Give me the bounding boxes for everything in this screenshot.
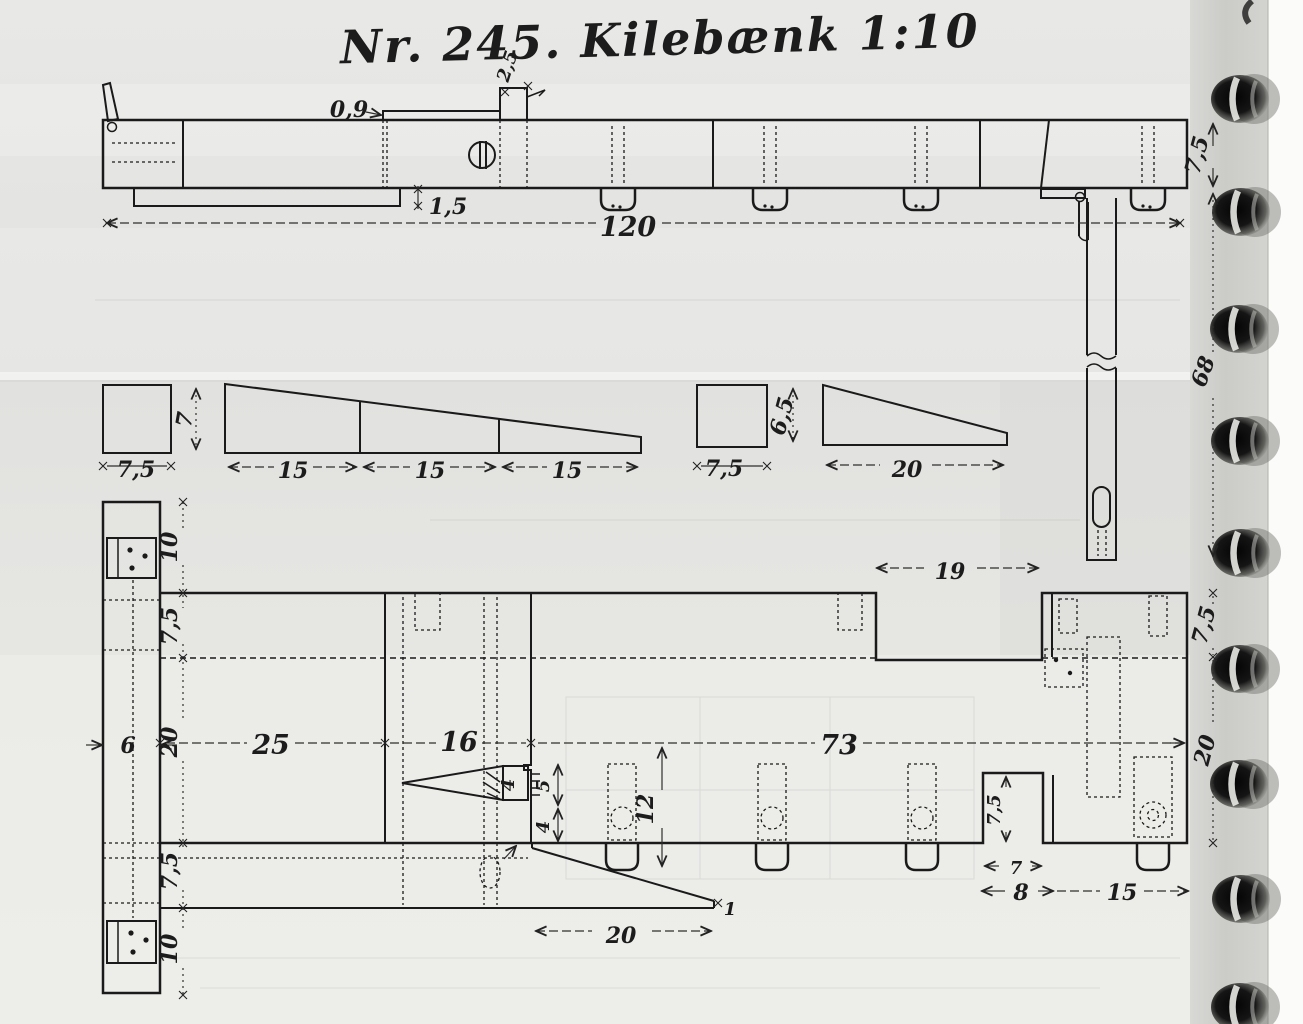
screw-head <box>468 141 496 169</box>
hinge-top <box>106 537 157 579</box>
dim-batten-height: 0,9 <box>330 97 368 123</box>
dim-wedge1-seg2: 15 <box>415 458 446 484</box>
bolt <box>599 126 637 212</box>
break-line <box>1086 352 1117 360</box>
dim-total-length: 120 <box>600 212 657 243</box>
break-line <box>1086 363 1117 371</box>
dim-wedge1-seg1: 15 <box>278 458 309 484</box>
dim-square2-width: 7,5 <box>705 456 743 482</box>
bolt <box>1129 126 1167 212</box>
leg-slot <box>1092 486 1111 528</box>
dim-gap-lower: 4 <box>533 821 554 834</box>
bolt <box>751 126 789 212</box>
bench-dog <box>499 87 528 121</box>
dim-wedge1-seg3: 15 <box>552 458 583 484</box>
front-jaw-board <box>160 843 715 909</box>
screw-hidden-end <box>479 855 501 889</box>
bench-plan-outline <box>160 591 1189 845</box>
spiral-binding <box>1210 0 1281 1024</box>
square-block-2 <box>696 384 768 448</box>
side-elevation-view: 0,9 2,5 1,5 120 7,5 68 <box>101 48 1221 561</box>
thread-teeth <box>530 773 540 796</box>
dog-flag <box>526 89 546 98</box>
dim-pocket-depth: 7,5 <box>984 794 1005 825</box>
bolt <box>902 126 940 212</box>
binding-margin <box>1190 0 1268 1024</box>
fold-crease <box>0 372 1190 380</box>
dim-endcap-thickness: 6 <box>120 733 135 759</box>
plan-bolt <box>754 763 790 872</box>
dim-wedge2-length: 20 <box>891 457 923 483</box>
dim-jaw-tip: 1 <box>724 899 737 920</box>
page-edge <box>1268 0 1303 1024</box>
dim-square1-height: 7 <box>171 409 199 429</box>
plan-bolt <box>904 763 940 872</box>
plan-view: 6 10 7,5 20 7,5 10 25 16 73 19 12 <box>86 497 1222 1000</box>
dim-jaw-wedge: 20 <box>605 923 637 949</box>
plan-tenon <box>1135 843 1171 872</box>
plan-dimensions: 6 10 7,5 20 7,5 10 25 16 73 19 12 <box>86 497 1222 1000</box>
long-wedge <box>224 382 642 454</box>
dim-front-board: 7,5 <box>157 852 183 890</box>
jaw-guide <box>523 593 532 843</box>
tail-vise-block <box>1041 593 1173 843</box>
dim-overhang-bottom: 10 <box>157 933 183 964</box>
bench-top-outline <box>101 118 1189 190</box>
dim-gap-upper: 5 <box>533 780 554 793</box>
binder-ring <box>1211 74 1280 124</box>
apron-board <box>133 188 401 207</box>
binder-ring <box>1212 874 1281 924</box>
dim-rear-board: 7,5 <box>157 607 183 645</box>
dim-overhang-top: 10 <box>157 531 183 562</box>
tail-vise-leg <box>1040 188 1117 561</box>
dim-apron-thickness: 1,5 <box>429 194 467 220</box>
bleed-through <box>95 299 1180 989</box>
binder-ring <box>1212 187 1281 237</box>
binder-ring <box>1210 759 1279 809</box>
dim-top-notch: 19 <box>935 559 966 585</box>
plan-wedge <box>401 764 540 802</box>
binder-ring-partial <box>1242 0 1255 25</box>
binder-ring <box>1210 304 1279 354</box>
dim-tail-offset: 8 <box>1012 880 1028 906</box>
binder-ring <box>1211 416 1280 466</box>
diagonal-joint <box>1040 119 1050 189</box>
dim-bolt-depth: 12 <box>633 794 659 825</box>
dim-section-main: 73 <box>820 730 858 761</box>
dim-section-left: 25 <box>251 730 290 761</box>
plan-bolt <box>604 763 640 872</box>
binder-ring <box>1211 644 1280 694</box>
binder-ring <box>1212 528 1281 578</box>
hidden-post <box>837 592 863 631</box>
square-block-1 <box>102 384 172 454</box>
dim-tail-length: 15 <box>1107 880 1138 906</box>
dim-section-vise: 16 <box>440 727 478 758</box>
short-wedge <box>822 383 1008 446</box>
dim-square1-width: 7,5 <box>117 457 155 483</box>
hidden-post <box>414 592 441 631</box>
dim-pocket-width: 7 <box>1010 858 1023 879</box>
dim-wedge-block: 4 <box>498 779 519 792</box>
end-cap-edge <box>101 81 120 123</box>
hinge-knuckle <box>106 121 118 133</box>
hinge-bottom <box>106 920 157 964</box>
